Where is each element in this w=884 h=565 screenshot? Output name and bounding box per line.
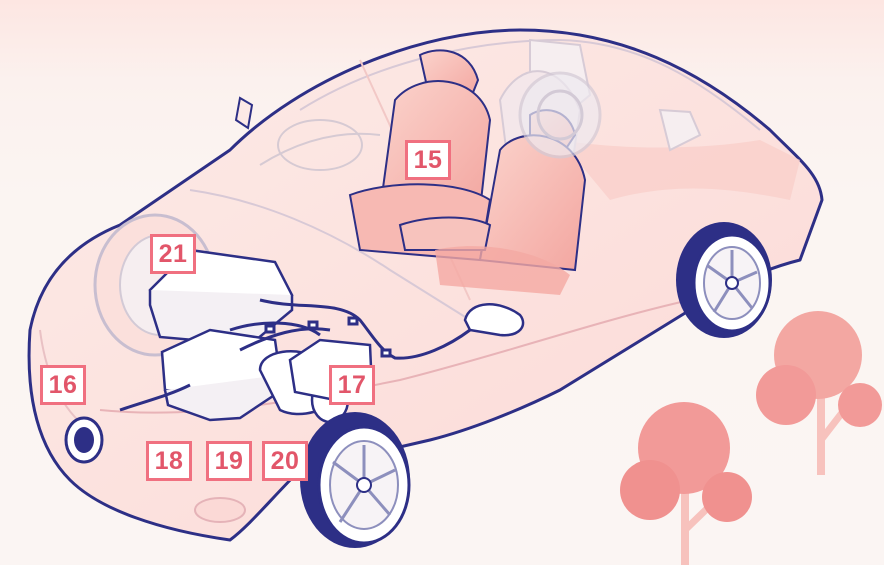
steering-wheel xyxy=(259,119,381,171)
cables xyxy=(119,298,471,412)
front-wheel xyxy=(300,412,411,548)
callout-15: 15 xyxy=(405,140,451,180)
spare-wheel xyxy=(518,71,602,159)
callout-20: 20 xyxy=(262,441,308,481)
callout-16: 16 xyxy=(40,365,86,405)
front-sensor xyxy=(64,416,104,464)
rear-wheel xyxy=(676,222,772,338)
callout-19: 19 xyxy=(206,441,252,481)
side-mirror xyxy=(463,303,525,337)
tree-right xyxy=(756,311,882,475)
callout-18: 18 xyxy=(146,441,192,481)
tree-left xyxy=(620,402,752,565)
callout-21: 21 xyxy=(150,234,196,274)
callout-17: 17 xyxy=(329,365,375,405)
